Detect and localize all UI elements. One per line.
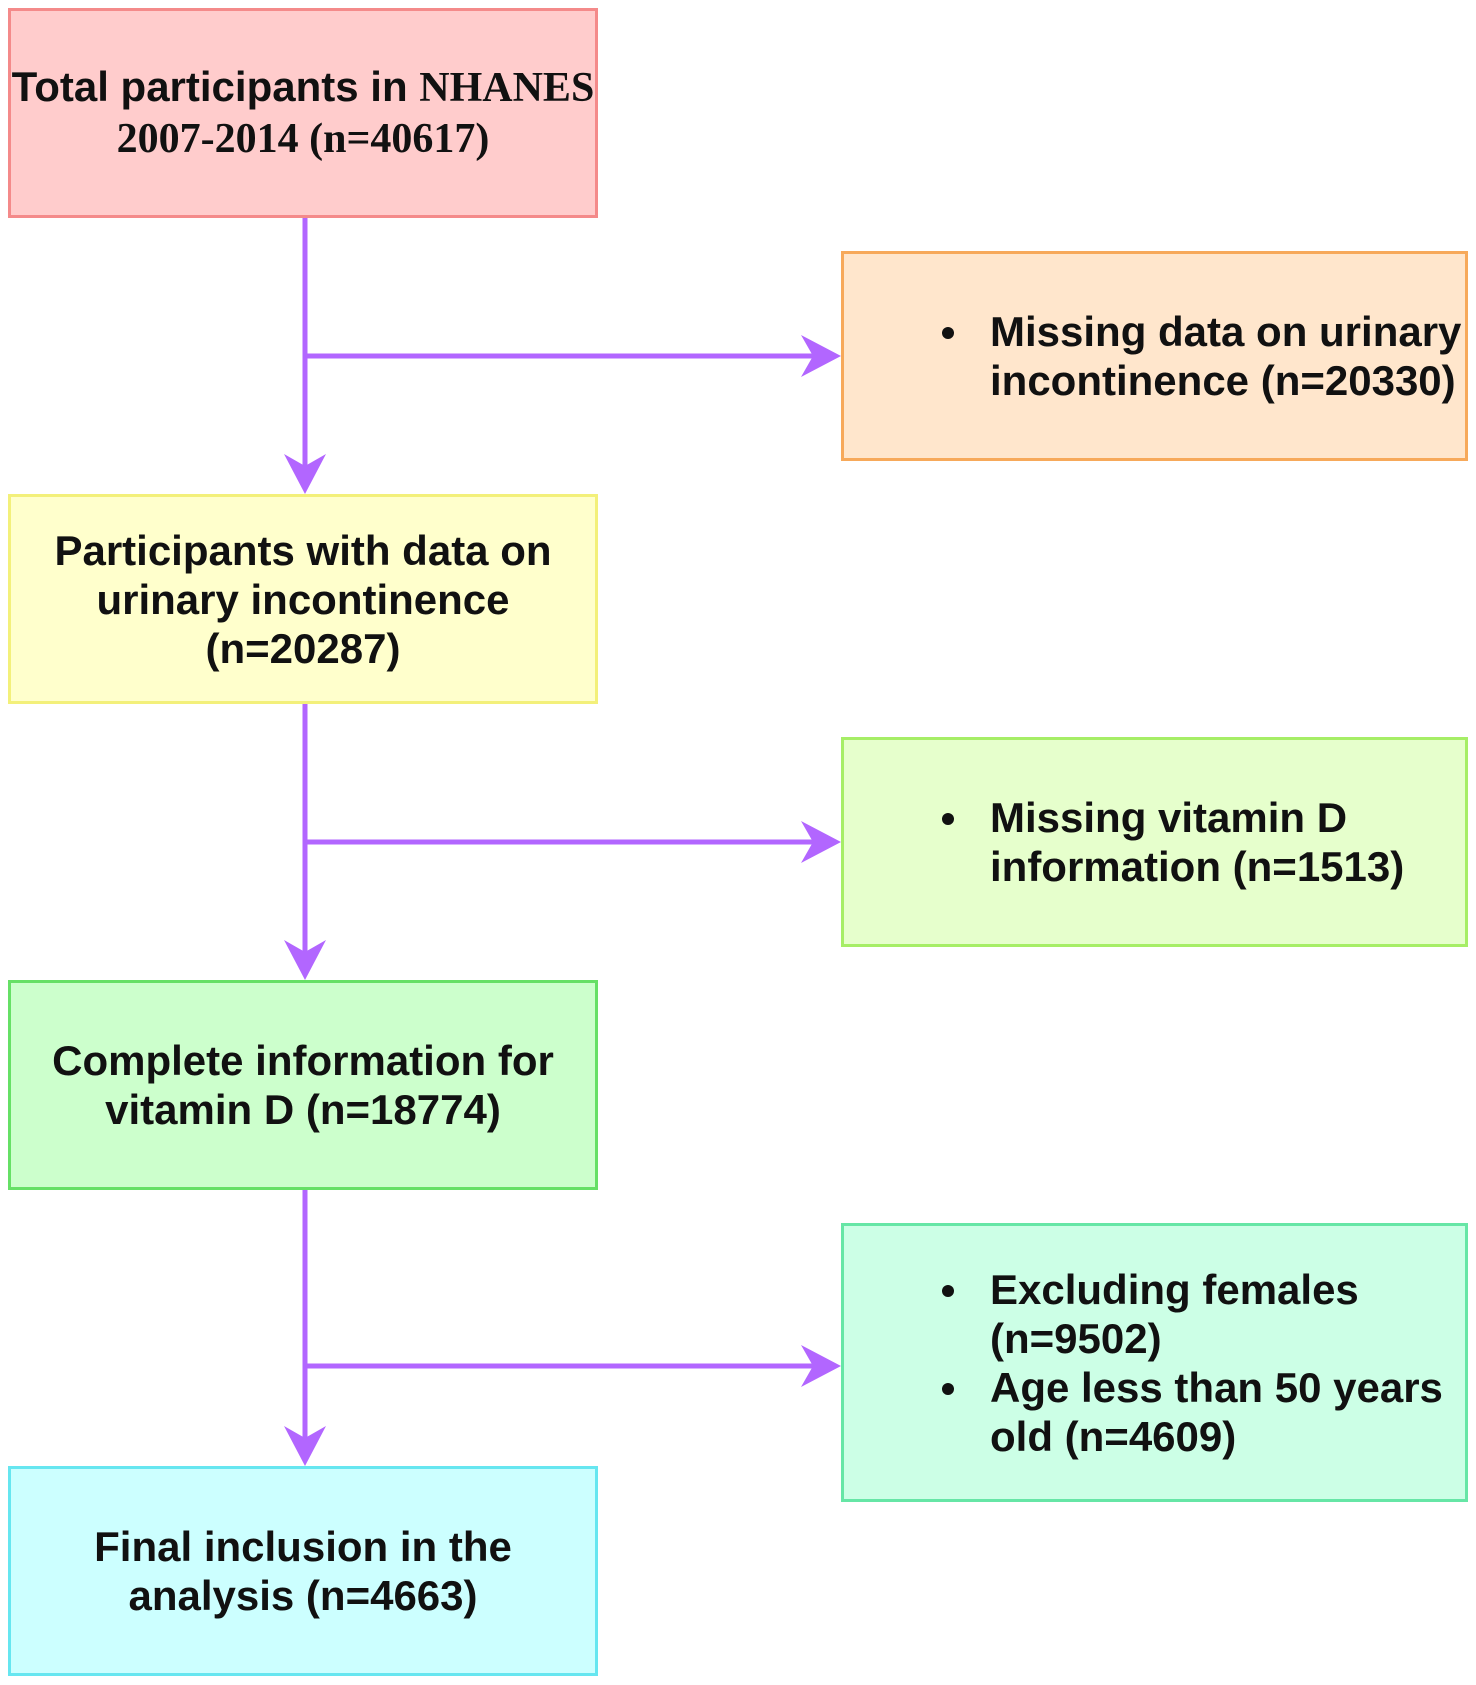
branch-arrowhead [801, 821, 841, 863]
with-data-count: (n=20287) [205, 624, 401, 672]
box-final-inclusion: Final inclusion in the analysis (n=4663) [8, 1466, 598, 1676]
with-data-line-2: urinary incontinence [96, 575, 510, 623]
box-complete-vitamin-d: Complete information for vitamin D (n=18… [8, 980, 598, 1190]
branch-arrowhead [801, 335, 841, 377]
exclusion-list: Excluding females (n=9502) Age less than… [844, 1265, 1443, 1461]
exclusion-item: Excluding females (n=9502) [844, 1265, 1443, 1363]
box-exclusion-vitamin-d: Missing vitamin D information (n=1513) [841, 737, 1468, 947]
exclusion-item: Missing data on urinary incontinence (n=… [844, 307, 1461, 405]
total-participants-count: 2007-2014 (n=40617) [116, 116, 490, 162]
box-participants-with-data: Participants with data on urinary incont… [8, 494, 598, 704]
flow-arrowhead [284, 940, 326, 980]
with-data-line-1: Participants with data on [54, 526, 552, 574]
exclusion-item: Age less than 50 years old (n=4609) [844, 1363, 1443, 1461]
complete-count: vitamin D (n=18774) [105, 1086, 501, 1133]
total-participants-label: Total participants in [11, 63, 420, 110]
box-exclusion-sex-age: Excluding females (n=9502) Age less than… [841, 1223, 1468, 1502]
branch-arrowhead [801, 1345, 841, 1387]
flow-arrowhead [284, 1426, 326, 1466]
exclusion-list: Missing vitamin D information (n=1513) [844, 793, 1404, 891]
exclusion-item: Missing vitamin D information (n=1513) [844, 793, 1404, 891]
final-count: analysis (n=4663) [128, 1572, 478, 1619]
final-line-1: Final inclusion in the [94, 1523, 512, 1570]
nhanes-label: NHANES [419, 65, 595, 111]
box-total-participants: Total participants in NHANES 2007-2014 (… [8, 8, 598, 218]
exclusion-list: Missing data on urinary incontinence (n=… [844, 307, 1461, 405]
box-exclusion-urinary: Missing data on urinary incontinence (n=… [841, 251, 1468, 461]
complete-line-1: Complete information for [52, 1037, 554, 1084]
flow-arrowhead [284, 454, 326, 494]
